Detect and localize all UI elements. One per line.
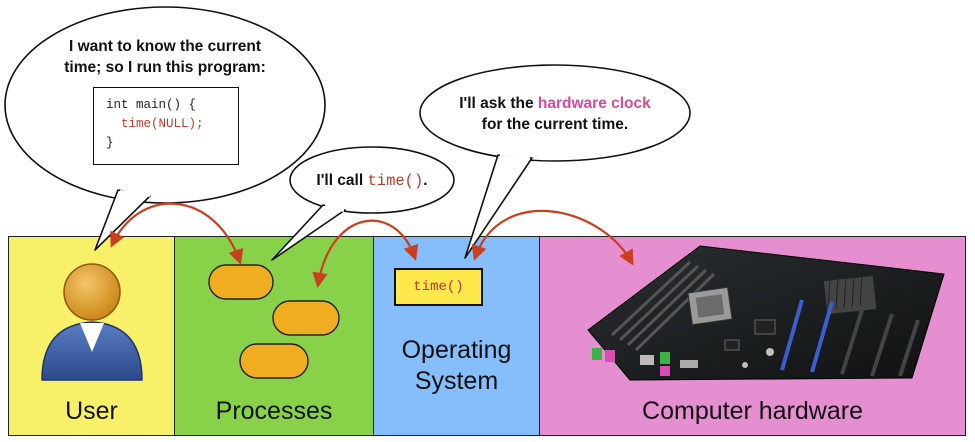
arrow-processes-os [312,219,419,289]
user-bubble-line1: I want to know the current [68,38,262,55]
user-bubble-text: I want to know the current time; so I ru… [40,36,290,78]
os-label: Operating System [374,335,539,397]
os-bubble-highlight: hardware clock [537,95,651,112]
user-label: User [65,397,118,425]
arrow-user-processes [110,202,244,265]
os-bubble-prefix: I'll ask the [459,95,538,112]
user-bubble-line2: time; so I run this program: [64,59,266,76]
process-speech-bubble [271,146,455,261]
motherboard-icon [587,245,945,381]
os-speech-bubble [419,64,691,259]
os-bubble-text: I'll ask the hardware clock for the curr… [430,93,680,135]
process-blob-icon [208,264,340,379]
code-line-3: } [106,136,114,150]
process-bubble-text: I'll call time(). [296,170,448,192]
arrow-os-hardware [471,209,634,266]
flow-arrows [110,202,634,289]
process-bubble-suffix: . [423,172,428,189]
processes-label: Processes [215,397,333,425]
processes-panel: Processes [174,236,374,436]
os-label-line1: Operating [401,336,512,364]
code-snippet: int main() { time(NULL);} [93,87,239,165]
process-bubble-prefix: I'll call [316,172,368,189]
code-line-1: int main() { [106,98,197,112]
os-bubble-line2: for the current time. [481,116,629,133]
code-line-2: time(NULL); [106,117,204,131]
os-label-line2: System [414,367,499,395]
process-bubble-code: time() [367,172,424,190]
os-time-call-box: time() [394,268,483,306]
hardware-label: Computer hardware [642,397,863,425]
user-icon [41,263,143,381]
